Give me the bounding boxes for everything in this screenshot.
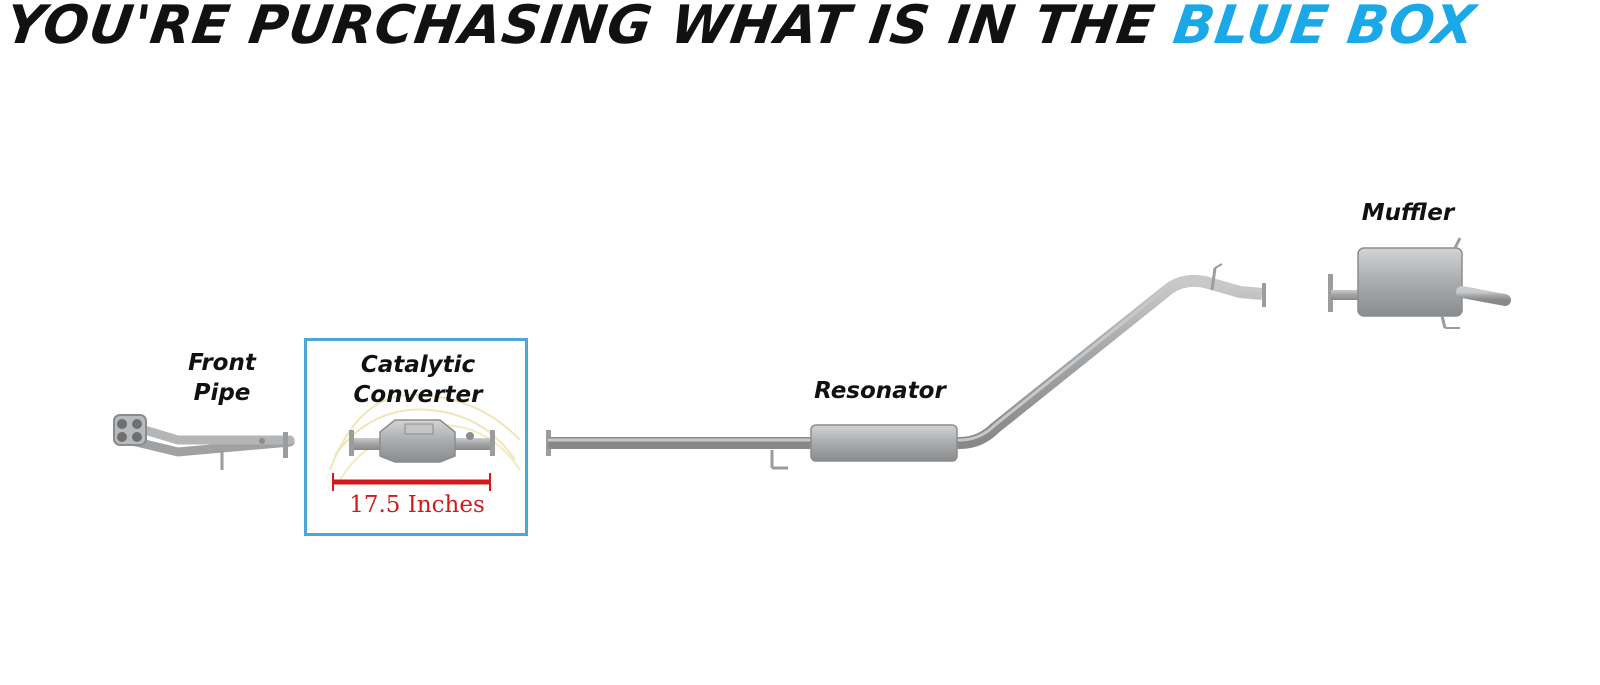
resonator-part: [546, 263, 1266, 470]
muffler-label: Muffler: [1361, 200, 1455, 226]
selection-box: [304, 338, 528, 536]
front-pipe-label-line1: Front: [188, 350, 256, 376]
catalytic-converter-label: Catalytic Converter: [336, 350, 500, 410]
catalytic-converter-label-line2: Converter: [353, 382, 483, 408]
muffler-part: [1328, 237, 1511, 329]
front-pipe-part: [113, 414, 295, 470]
measurement-label: 17.5 Inches: [349, 492, 485, 518]
measurement-bar: [332, 473, 491, 491]
resonator-label: Resonator: [814, 378, 946, 404]
catalytic-converter-label-line1: Catalytic: [360, 352, 476, 378]
front-pipe-label: Front Pipe: [168, 348, 276, 408]
front-pipe-label-line2: Pipe: [193, 380, 251, 406]
catalytic-converter-part: [329, 393, 521, 481]
